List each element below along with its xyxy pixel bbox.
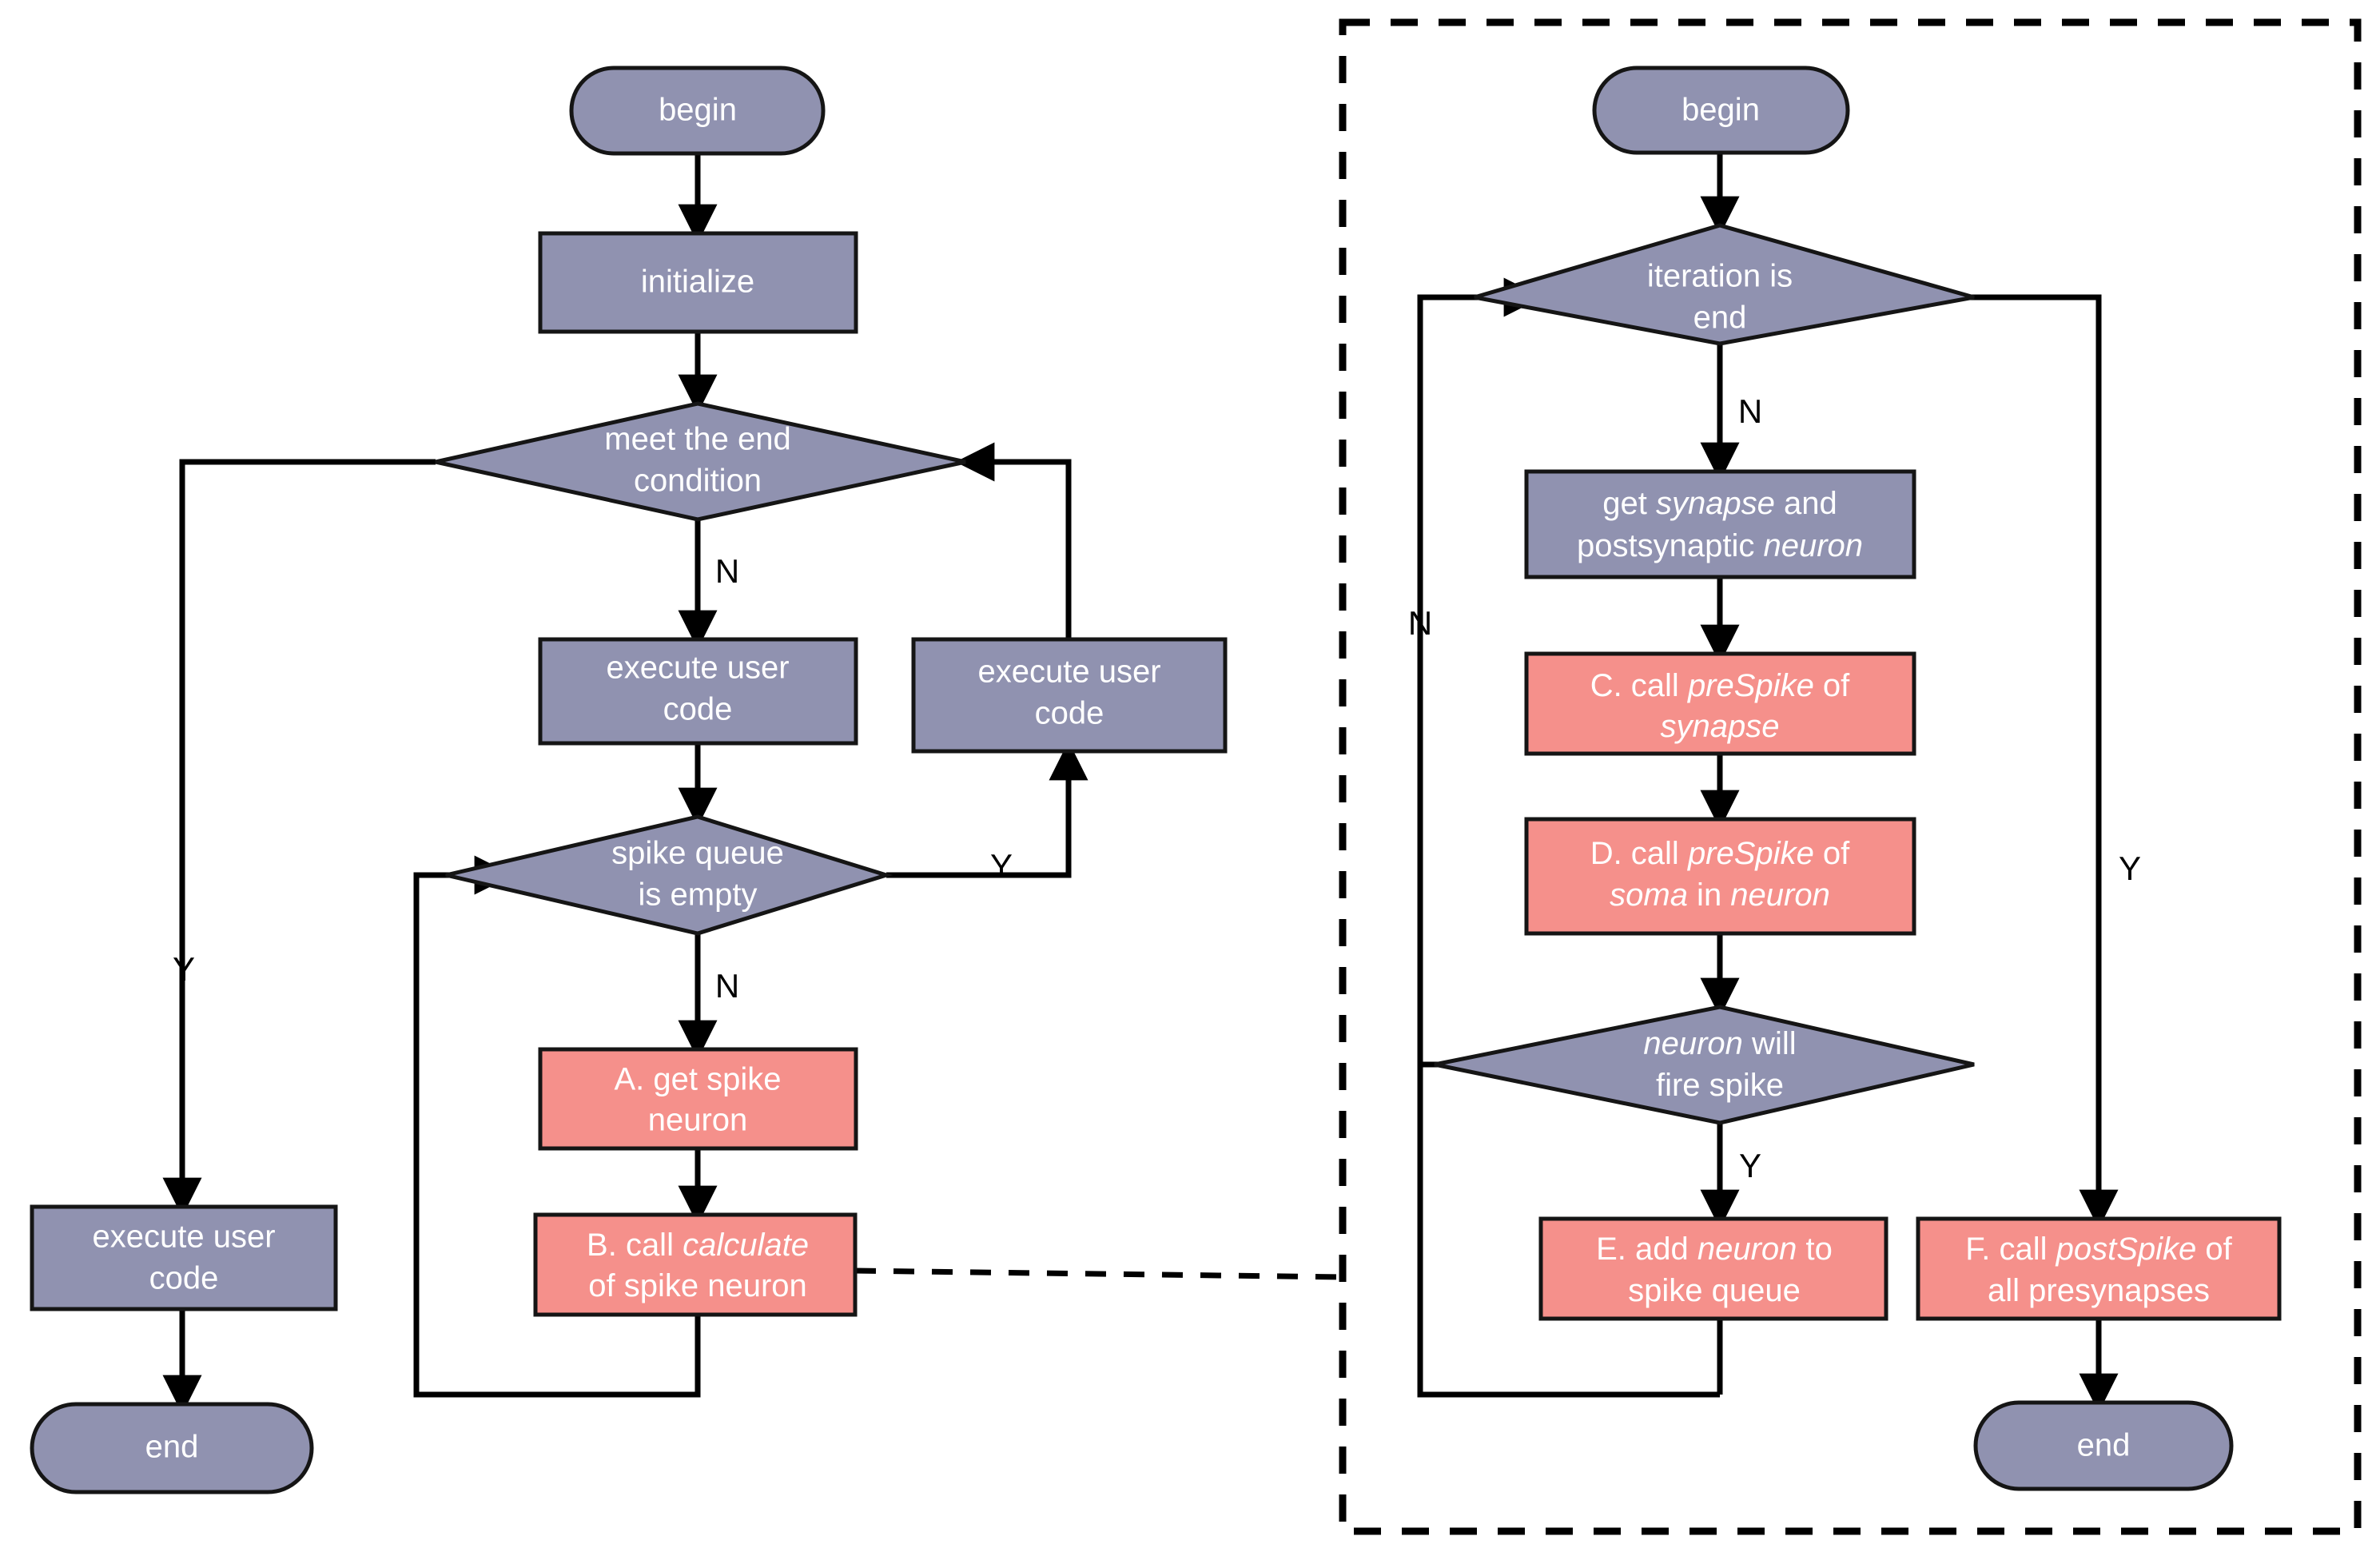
- node-left-end[interactable]: end: [30, 1402, 314, 1494]
- process-shape: [1916, 1216, 2282, 1321]
- terminator-shape: [30, 1402, 314, 1494]
- node-execute-user-code-main[interactable]: execute user code: [538, 637, 858, 746]
- process-shape: [538, 231, 858, 334]
- node-a-get-spike-neuron-line1: A. get spike: [614, 1062, 781, 1097]
- decision-shape: [1434, 1005, 1975, 1125]
- edge-exec-right-to-meet-end: [955, 442, 1072, 651]
- process-shape: [533, 1212, 858, 1317]
- subroutine-group-box: [1339, 18, 2362, 1535]
- terminator-shape: [569, 66, 826, 156]
- node-meet-end-condition[interactable]: meet the end condition: [435, 401, 966, 522]
- node-execute-user-code-left[interactable]: execute user code: [30, 1204, 338, 1311]
- node-spike-queue-is-empty-line2: is empty: [639, 877, 758, 913]
- node-spike-queue-is-empty[interactable]: spike queue is empty: [445, 814, 893, 936]
- branch-label-meet-end-yes: Y: [173, 950, 195, 988]
- node-spike-queue-is-empty-line1: spike queue: [611, 836, 784, 871]
- node-d-call-prespike-soma[interactable]: D. call preSpike of soma in neuron: [1524, 817, 1916, 936]
- node-execute-user-code-left-line2: code: [149, 1261, 219, 1296]
- branch-label-fire-spike-yes: Y: [1739, 1147, 1761, 1184]
- node-meet-end-condition-line1: meet the end: [604, 422, 791, 457]
- process-shape: [1524, 651, 1916, 756]
- node-d-call-prespike-soma-line1: D. call preSpike of: [1590, 836, 1850, 871]
- node-iteration-is-end-line1: iteration is: [1647, 259, 1793, 294]
- node-get-synapse-and-neuron-line2: postsynaptic neuron: [1577, 528, 1863, 563]
- node-b-call-calculate[interactable]: B. call calculate of spike neuron: [533, 1212, 858, 1317]
- node-initialize[interactable]: initialize: [538, 231, 858, 334]
- branch-label-iteration-yes: Y: [2119, 850, 2141, 887]
- node-f-call-postspike-line2: all presynapses: [1988, 1273, 2210, 1308]
- node-neuron-will-fire-spike[interactable]: neuron will fire spike: [1434, 1005, 1975, 1125]
- node-right-end-label: end: [2077, 1428, 2131, 1463]
- node-execute-user-code-left-line1: execute user: [92, 1220, 275, 1255]
- node-right-end[interactable]: end: [1973, 1400, 2234, 1491]
- process-shape: [1524, 817, 1916, 936]
- process-shape: [1538, 1216, 1888, 1321]
- node-left-begin[interactable]: begin: [569, 66, 826, 156]
- node-neuron-will-fire-spike-line1: neuron will: [1643, 1026, 1796, 1061]
- node-execute-user-code-right-line2: code: [1035, 696, 1104, 731]
- node-get-synapse-and-neuron[interactable]: get synapse and postsynaptic neuron: [1524, 469, 1916, 579]
- process-shape: [538, 637, 858, 746]
- node-c-call-prespike-synapse-line1: C. call preSpike of: [1590, 668, 1850, 703]
- terminator-shape: [1592, 66, 1850, 155]
- decision-shape: [435, 401, 966, 522]
- process-shape: [911, 637, 1228, 754]
- node-get-synapse-and-neuron-line1: get synapse and: [1602, 486, 1837, 521]
- edge-b-to-subroutine-dashed: [854, 1267, 1343, 1280]
- node-iteration-is-end-line2: end: [1693, 300, 1747, 336]
- node-right-begin[interactable]: begin: [1592, 66, 1850, 155]
- node-f-call-postspike-line1: F. call postSpike of: [1965, 1232, 2232, 1267]
- node-initialize-label: initialize: [641, 265, 754, 300]
- node-iteration-is-end[interactable]: iteration is end: [1474, 223, 1975, 346]
- node-a-get-spike-neuron-line2: neuron: [648, 1103, 748, 1138]
- branch-label-spike-queue-no: N: [715, 967, 739, 1005]
- edge-b-loop-to-spike-queue: [413, 855, 701, 1398]
- process-shape: [538, 1047, 858, 1151]
- node-a-get-spike-neuron[interactable]: A. get spike neuron: [538, 1047, 858, 1151]
- node-left-end-label: end: [145, 1430, 199, 1465]
- decision-shape: [445, 814, 893, 936]
- node-execute-user-code-main-line1: execute user: [606, 651, 789, 686]
- node-meet-end-condition-line2: condition: [634, 464, 762, 499]
- node-right-begin-label: begin: [1682, 93, 1760, 128]
- edge-loop-back-to-iteration: [1417, 277, 1543, 1065]
- node-f-call-postspike[interactable]: F. call postSpike of all presynapses: [1916, 1216, 2282, 1321]
- node-e-add-neuron-to-queue[interactable]: E. add neuron to spike queue: [1538, 1216, 1888, 1321]
- node-b-call-calculate-line2: of spike neuron: [588, 1268, 807, 1303]
- edge-iteration-yes: [1908, 294, 2119, 1229]
- branch-label-spike-queue-yes: Y: [990, 847, 1013, 885]
- node-c-call-prespike-synapse-line2: synapse: [1661, 709, 1780, 744]
- branch-label-meet-end-no: N: [715, 552, 739, 590]
- process-shape: [30, 1204, 338, 1311]
- process-shape: [1524, 469, 1916, 579]
- edge-spike-queue-yes: [886, 741, 1089, 878]
- node-execute-user-code-right-line1: execute user: [977, 655, 1160, 690]
- node-execute-user-code-main-line2: code: [663, 692, 733, 727]
- node-c-call-prespike-synapse[interactable]: C. call preSpike of synapse: [1524, 651, 1916, 756]
- node-d-call-prespike-soma-line2: soma in neuron: [1610, 877, 1830, 913]
- terminator-shape: [1973, 1400, 2234, 1491]
- node-b-call-calculate-line1: B. call calculate: [587, 1228, 809, 1263]
- node-left-begin-label: begin: [659, 93, 737, 128]
- decision-shape: [1474, 223, 1975, 346]
- branch-label-iteration-no: N: [1738, 392, 1762, 430]
- edge-meet-end-yes: [162, 459, 436, 1217]
- branch-label-fire-spike-no: N: [1408, 604, 1432, 642]
- node-neuron-will-fire-spike-line2: fire spike: [1656, 1068, 1784, 1103]
- node-execute-user-code-right[interactable]: execute user code: [911, 637, 1228, 754]
- node-e-add-neuron-to-queue-line2: spike queue: [1628, 1273, 1801, 1308]
- node-e-add-neuron-to-queue-line1: E. add neuron to: [1596, 1232, 1833, 1267]
